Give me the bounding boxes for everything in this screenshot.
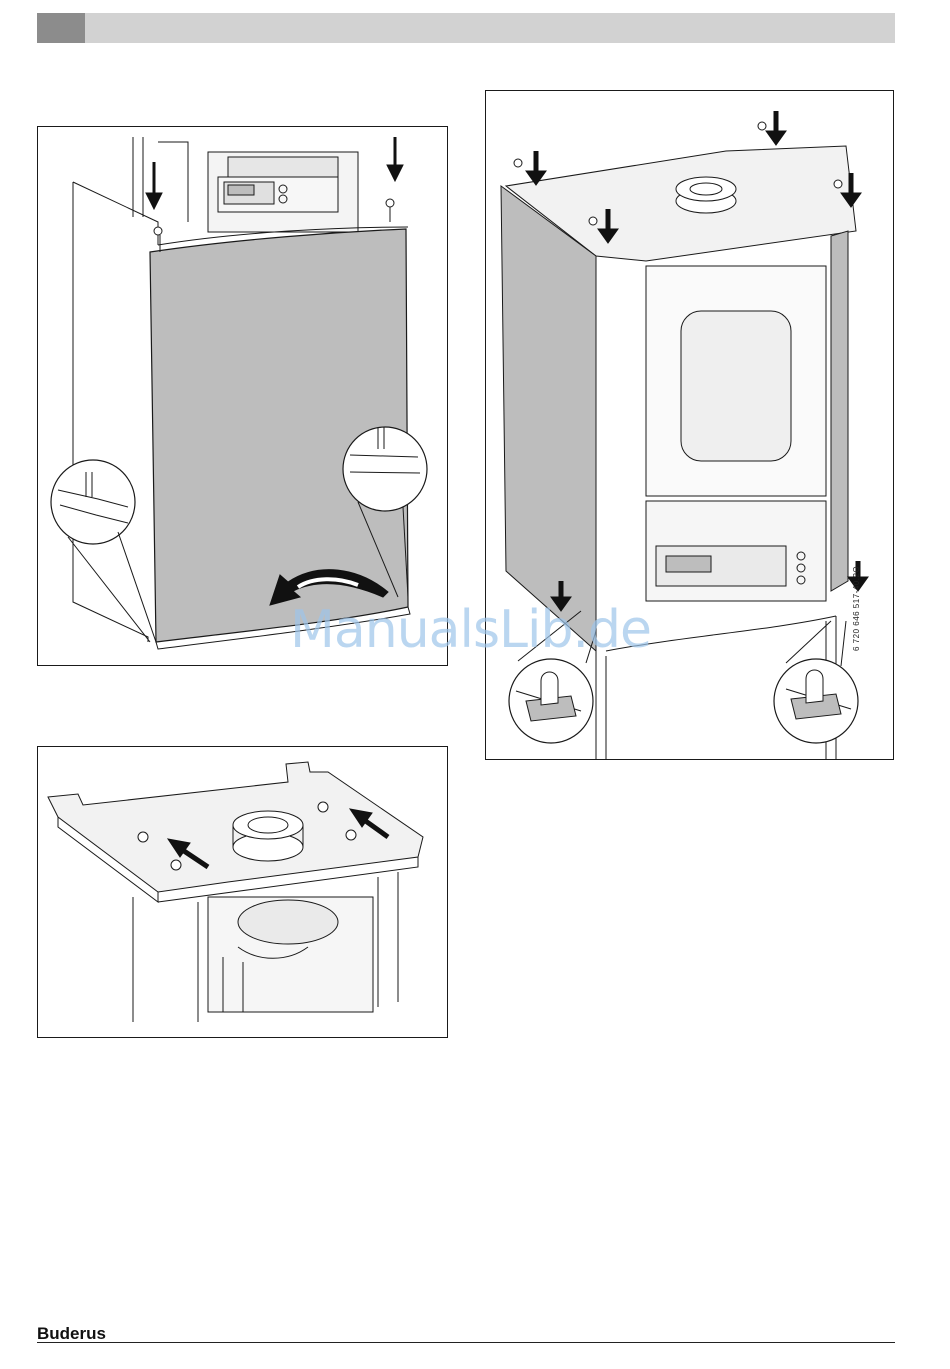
figure-top-cover: [37, 746, 448, 1038]
figure-code: 6 720 646 517-40.2O: [852, 551, 866, 651]
header-bar: [37, 13, 895, 43]
front-panel-illustration: [38, 127, 447, 665]
figure-front-panel: [37, 126, 448, 666]
header-tab: [37, 13, 85, 43]
footer-brand-logo: Buderus: [37, 1324, 106, 1344]
watermark: ManualsLib.de: [290, 600, 651, 660]
top-cover-illustration: [38, 747, 447, 1037]
footer-rule: [37, 1342, 895, 1343]
